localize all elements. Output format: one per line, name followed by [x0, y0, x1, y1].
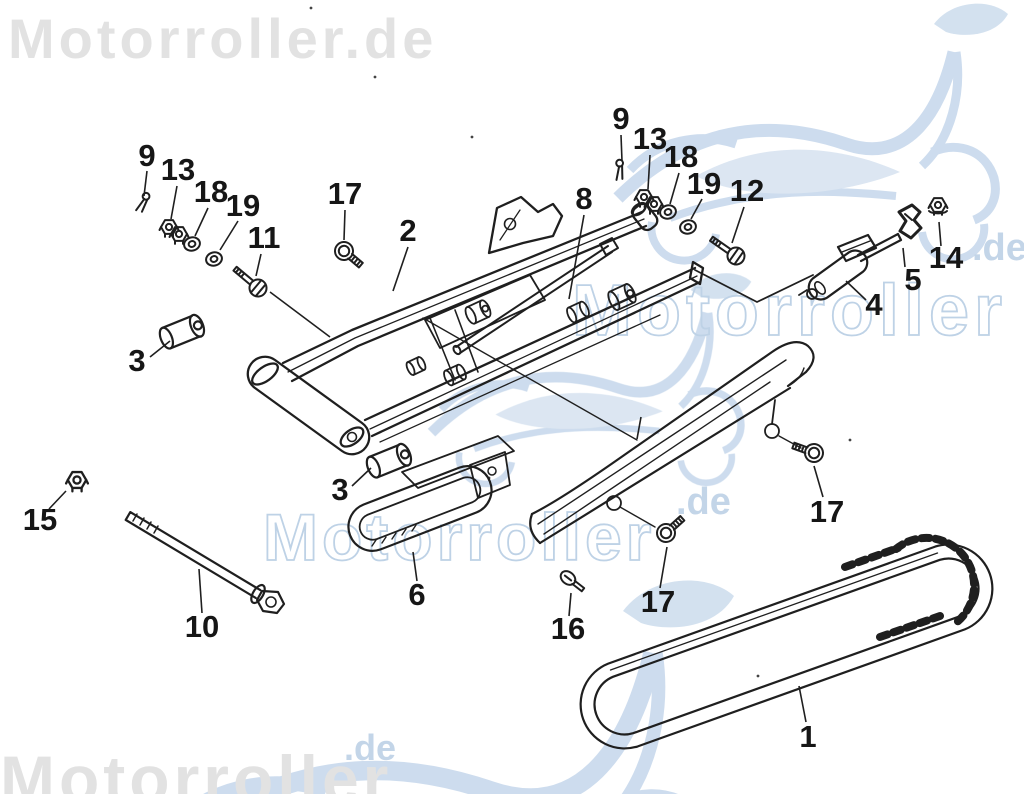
part-drive-chain — [579, 533, 994, 750]
part-label-14: 14 — [929, 240, 964, 275]
part-label-11: 11 — [248, 220, 281, 255]
watermark-right-de: .de — [972, 227, 1024, 269]
part-chain-slider — [347, 435, 515, 552]
watermark-center-text: Motorroller — [263, 500, 655, 574]
part-label-1: 1 — [799, 719, 816, 754]
part-chain-guard — [529, 341, 815, 545]
part-label-10: 10 — [185, 609, 219, 644]
part-screw-16 — [559, 570, 586, 593]
part-label-2: 2 — [399, 213, 416, 248]
part-pivot-axle — [124, 511, 286, 615]
part-label-17-top: 17 — [328, 176, 362, 211]
part-label-5: 5 — [904, 262, 921, 297]
part-label-6: 6 — [408, 577, 425, 612]
part-flange-nut-14 — [927, 197, 949, 216]
watermark-top-left-text: Motorroller.de — [8, 7, 437, 70]
part-label-16: 16 — [551, 611, 585, 646]
part-brace-rod — [452, 237, 619, 356]
part-label-3-lower: 3 — [331, 472, 348, 507]
part-label-18-left: 18 — [194, 174, 228, 209]
watermark-bottom-left-de: .de — [344, 727, 396, 768]
part-bracket-plate — [897, 203, 923, 240]
part-label-19-left: 19 — [226, 188, 260, 223]
leader-lines — [48, 134, 942, 723]
part-chain-adjuster — [798, 232, 903, 301]
line-art-layer — [48, 6, 994, 750]
watermark-center-de: .de — [676, 481, 731, 523]
watermark-right-text: Motorroller — [572, 271, 1007, 351]
part-label-9-right: 9 — [612, 101, 629, 136]
part-label-4: 4 — [865, 287, 883, 322]
part-label-15: 15 — [23, 502, 57, 537]
part-label-17-mid: 17 — [641, 584, 675, 619]
part-label-3-upper: 3 — [128, 343, 145, 378]
part-label-17-right: 17 — [810, 494, 844, 529]
scooter-watermark-top-right — [618, 4, 1008, 261]
watermark-bottom-left-text: Motorroller — [0, 742, 392, 794]
part-label-8: 8 — [575, 181, 592, 216]
watermark-layer — [149, 4, 1008, 794]
part-labels: 9 13 18 19 11 17 2 8 9 13 18 19 12 4 5 1… — [23, 101, 964, 754]
part-label-9-left: 9 — [138, 138, 155, 173]
part-label-12: 12 — [730, 173, 764, 208]
part-label-19-right: 19 — [687, 166, 721, 201]
part-label-18-right: 18 — [664, 139, 698, 174]
part-label-13-right: 13 — [633, 121, 667, 156]
part-label-13-left: 13 — [161, 152, 195, 187]
